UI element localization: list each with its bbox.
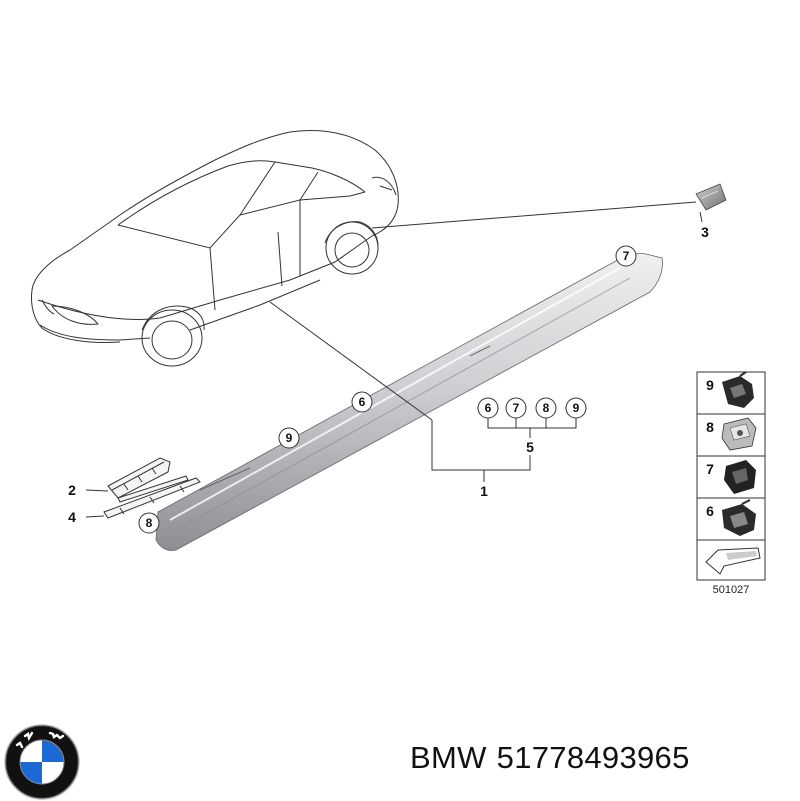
label-4: 4 <box>68 509 76 525</box>
callout-6-text: 6 <box>359 395 366 409</box>
callout-9b-text: 9 <box>573 401 580 415</box>
end-cap-part-3 <box>695 183 727 211</box>
callout-9-text: 9 <box>286 431 293 445</box>
leader-lines <box>85 201 703 518</box>
clip-9-icon <box>722 371 754 408</box>
callout-6-circle: 6 <box>351 391 373 413</box>
callout-8-text: 8 <box>146 516 153 530</box>
direction-arrow-icon <box>705 547 761 575</box>
callout-7-text: 7 <box>623 249 630 263</box>
key-8-number: 8 <box>706 419 714 435</box>
label-3: 3 <box>701 224 709 240</box>
label-1: 1 <box>480 483 488 499</box>
part-caption: BMW 51778493965 <box>410 740 700 784</box>
fastener-key-panel: 9 8 7 6 501027 <box>696 371 766 596</box>
label-5: 5 <box>526 439 534 455</box>
callout-7-circle: 7 <box>615 245 637 267</box>
callout-group-5: 6 7 8 9 <box>477 397 587 419</box>
bracket-part-2 <box>107 457 189 503</box>
callout-7b-text: 7 <box>513 401 520 415</box>
callout-9-circle: 9 <box>278 427 300 449</box>
bmw-logo-icon <box>4 724 80 800</box>
label-2: 2 <box>68 482 76 498</box>
key-9-number: 9 <box>706 377 714 393</box>
caption-brand: BMW <box>410 740 487 775</box>
nut-clip-8-icon <box>721 417 757 451</box>
strip-part-4 <box>103 477 201 519</box>
callout-8-circle: 8 <box>138 512 160 534</box>
callout-8b-text: 8 <box>543 401 550 415</box>
caption-part-number: 51778493965 <box>496 740 690 775</box>
callout-6b-text: 6 <box>485 401 492 415</box>
drawing-code: 501027 <box>713 584 750 596</box>
side-sill-trim-part <box>155 253 663 551</box>
key-6-number: 6 <box>706 503 714 519</box>
clip-6-icon <box>722 499 756 536</box>
clip-7-icon <box>724 460 756 494</box>
key-7-number: 7 <box>706 461 714 477</box>
car-outline-drawing <box>31 130 399 367</box>
